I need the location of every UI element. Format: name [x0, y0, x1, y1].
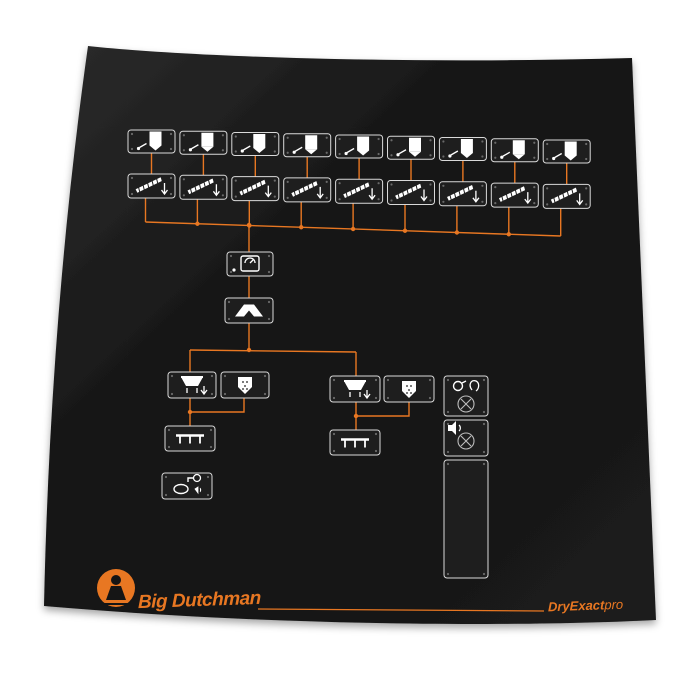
- auger-module-3[interactable]: [231, 176, 280, 202]
- product-suffix: pro: [604, 596, 624, 613]
- alarm-cross-icon: [457, 432, 475, 450]
- auger-module-2[interactable]: [179, 174, 228, 200]
- auger-conveyor-icon: [239, 178, 272, 198]
- silo-dispense-icon: [136, 131, 162, 151]
- junction-dot: [187, 409, 193, 415]
- speaker-icon: [448, 421, 461, 435]
- junction-dot: [299, 225, 304, 230]
- auger-conveyor-icon: [187, 177, 220, 197]
- auger-module-7[interactable]: [438, 181, 487, 207]
- dispenser-icon: [402, 381, 416, 398]
- silo-dispense-icon: [240, 134, 266, 153]
- control-modules: [127, 129, 591, 579]
- hopper-module-left[interactable]: [167, 371, 217, 399]
- silo-module-4[interactable]: [283, 133, 332, 158]
- junction-dot: [246, 222, 252, 228]
- auger-module-5[interactable]: [335, 178, 384, 204]
- auger-conveyor-icon: [550, 186, 584, 206]
- junction-dot: [353, 413, 359, 419]
- big-dutchman-logo-emblem: [97, 569, 135, 607]
- scale-module[interactable]: [226, 251, 274, 277]
- auger-conveyor-icon: [395, 182, 428, 202]
- silo-dispense-icon: [292, 135, 318, 155]
- silo-module-6[interactable]: [387, 135, 435, 160]
- mixer-module[interactable]: [224, 297, 274, 324]
- sensor-alarm-module[interactable]: [443, 375, 489, 417]
- auger-conveyor-icon: [447, 183, 480, 203]
- weighing-scale-icon: [232, 255, 260, 272]
- brand-name: Big Dutchman: [138, 587, 261, 614]
- trough-module-left[interactable]: [164, 425, 216, 452]
- auger-conveyor-icon: [291, 179, 324, 199]
- silo-module-5[interactable]: [335, 134, 384, 159]
- empty-slot-panel[interactable]: [443, 459, 489, 579]
- hopper-module-right[interactable]: [329, 375, 381, 403]
- junction-dot: [506, 232, 511, 237]
- auger-module-9[interactable]: [542, 183, 591, 209]
- silo-module-9[interactable]: [542, 139, 591, 164]
- water-pump-module[interactable]: [161, 472, 213, 500]
- hopper-discharge-icon: [344, 380, 371, 400]
- trough-module-right[interactable]: [329, 429, 381, 456]
- hopper-discharge-icon: [181, 376, 208, 396]
- silo-module-8[interactable]: [490, 138, 539, 163]
- auger-conveyor-icon: [498, 184, 532, 205]
- auger-module-8[interactable]: [490, 182, 539, 208]
- silo-dispense-icon: [396, 137, 421, 157]
- silo-module-7[interactable]: [438, 137, 487, 161]
- auger-module-6[interactable]: [387, 180, 435, 205]
- alarm-cross-icon: [457, 395, 475, 413]
- silo-dispense-icon: [448, 139, 473, 158]
- auger-module-1[interactable]: [127, 173, 176, 199]
- water-pump-icon: [173, 473, 202, 495]
- junction-dot: [350, 226, 356, 232]
- speaker-alarm-module[interactable]: [443, 419, 489, 457]
- silo-module-1[interactable]: [127, 129, 176, 154]
- auger-conveyor-icon: [343, 181, 376, 201]
- dispenser-module-left[interactable]: [220, 371, 270, 399]
- feed-trough-icon: [341, 438, 369, 448]
- auger-conveyor-icon: [135, 175, 169, 196]
- mixer-icon: [235, 304, 263, 317]
- silo-dispense-icon: [500, 140, 525, 160]
- silo-dispense-icon: [552, 141, 577, 161]
- sensor-icon: [452, 379, 480, 392]
- junction-dot: [246, 347, 252, 353]
- junction-dots: [187, 221, 511, 419]
- dispenser-icon: [238, 377, 252, 394]
- silo-module-3[interactable]: [231, 132, 280, 156]
- auger-module-4[interactable]: [283, 177, 332, 203]
- junction-dot: [454, 230, 460, 235]
- brand-underline: [257, 608, 545, 612]
- junction-dot: [402, 228, 408, 233]
- silo-dispense-icon: [344, 136, 370, 156]
- product-main: DryExact: [548, 597, 605, 615]
- silo-module-2[interactable]: [179, 130, 228, 155]
- feed-trough-icon: [176, 434, 204, 444]
- silo-dispense-icon: [188, 132, 214, 152]
- junction-dot: [195, 221, 200, 226]
- dispenser-module-right[interactable]: [383, 375, 435, 403]
- product-name: DryExactpro: [548, 597, 623, 615]
